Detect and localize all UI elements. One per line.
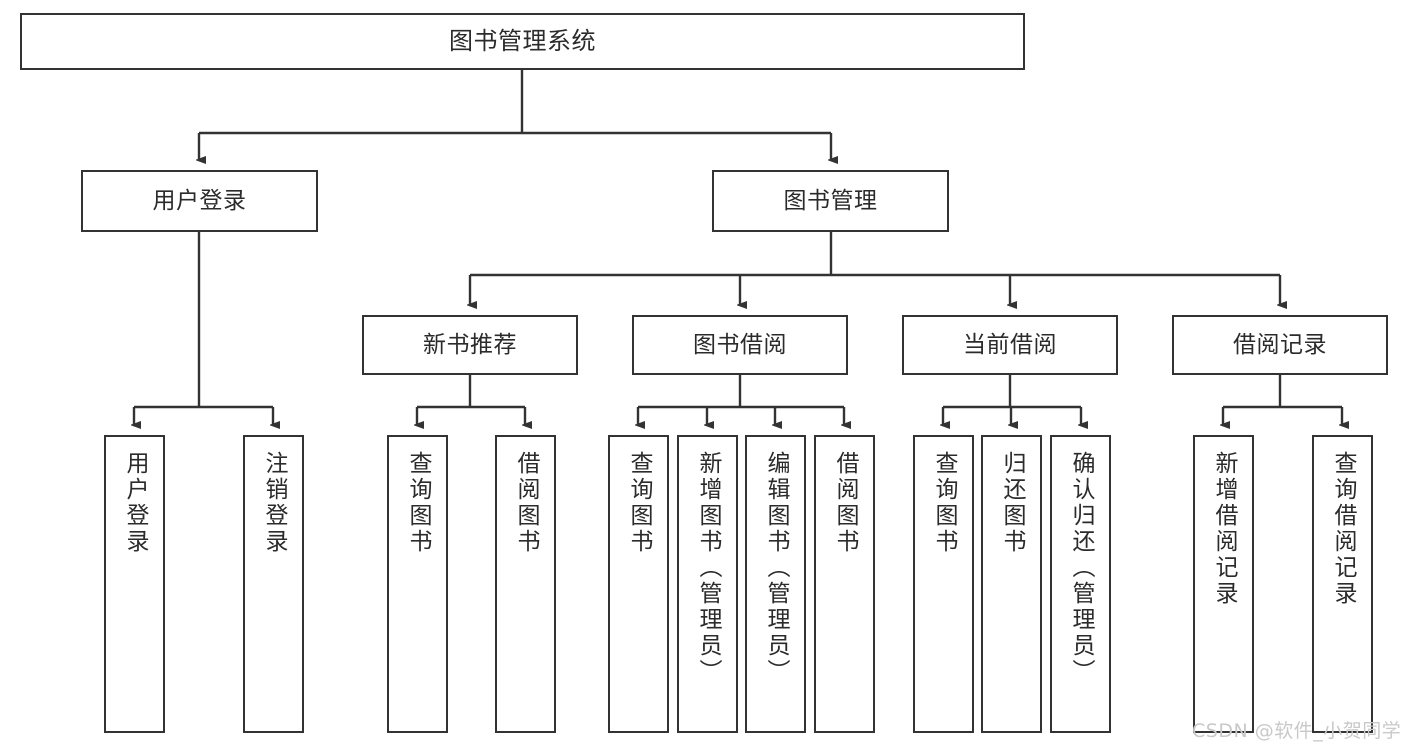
node-user-login[interactable]: 用户登录 bbox=[81, 170, 318, 232]
node-root-system[interactable]: 图书管理系统 bbox=[20, 13, 1025, 70]
node-label: 新增图书（管理员） bbox=[695, 451, 721, 685]
node-label: 借阅图书 bbox=[513, 451, 539, 555]
leaf-current-borrow-query[interactable]: 查询图书 bbox=[913, 435, 974, 733]
node-label: 借阅记录 bbox=[1233, 331, 1327, 358]
leaf-borrow-record-query[interactable]: 查询借阅记录 bbox=[1312, 435, 1373, 733]
leaf-current-borrow-confirm-return[interactable]: 确认归还（管理员） bbox=[1050, 435, 1111, 733]
leaf-book-borrow-query[interactable]: 查询图书 bbox=[608, 435, 669, 733]
leaf-user-login-logout[interactable]: 注销登录 bbox=[243, 435, 304, 733]
node-label: 借阅图书 bbox=[832, 451, 858, 555]
node-current-borrow[interactable]: 当前借阅 bbox=[902, 315, 1118, 375]
node-label: 编辑图书（管理员） bbox=[763, 451, 789, 685]
node-label: 查询图书 bbox=[931, 451, 957, 555]
node-label: 当前借阅 bbox=[963, 331, 1057, 358]
csdn-watermark: CSDN @软件_小贺同学 bbox=[1192, 720, 1402, 742]
node-book-borrow[interactable]: 图书借阅 bbox=[632, 315, 848, 375]
leaf-new-book-borrow[interactable]: 借阅图书 bbox=[495, 435, 556, 733]
node-label: 查询图书 bbox=[626, 451, 652, 555]
leaf-user-login-login[interactable]: 用户登录 bbox=[104, 435, 165, 733]
node-label: 图书借阅 bbox=[693, 331, 787, 358]
node-label: 查询图书 bbox=[405, 451, 431, 555]
leaf-book-borrow-add[interactable]: 新增图书（管理员） bbox=[677, 435, 738, 733]
node-label: 图书管理 bbox=[783, 187, 878, 214]
node-label: 用户登录 bbox=[152, 187, 247, 214]
leaf-book-borrow-edit[interactable]: 编辑图书（管理员） bbox=[745, 435, 806, 733]
node-label: 新书推荐 bbox=[423, 331, 517, 358]
leaf-new-book-query[interactable]: 查询图书 bbox=[387, 435, 448, 733]
node-borrow-record[interactable]: 借阅记录 bbox=[1172, 315, 1388, 375]
leaf-borrow-record-add[interactable]: 新增借阅记录 bbox=[1193, 435, 1254, 733]
node-label: 用户登录 bbox=[122, 451, 148, 555]
leaf-book-borrow-borrow[interactable]: 借阅图书 bbox=[814, 435, 875, 733]
leaf-current-borrow-return[interactable]: 归还图书 bbox=[981, 435, 1042, 733]
node-label: 确认归还（管理员） bbox=[1068, 451, 1094, 685]
node-book-management[interactable]: 图书管理 bbox=[712, 170, 949, 232]
node-label: 查询借阅记录 bbox=[1330, 451, 1356, 607]
node-label: 图书管理系统 bbox=[449, 26, 596, 55]
node-label: 注销登录 bbox=[261, 451, 287, 555]
node-new-book-recommend[interactable]: 新书推荐 bbox=[362, 315, 578, 375]
node-label: 新增借阅记录 bbox=[1211, 451, 1237, 607]
node-label: 归还图书 bbox=[999, 451, 1025, 555]
